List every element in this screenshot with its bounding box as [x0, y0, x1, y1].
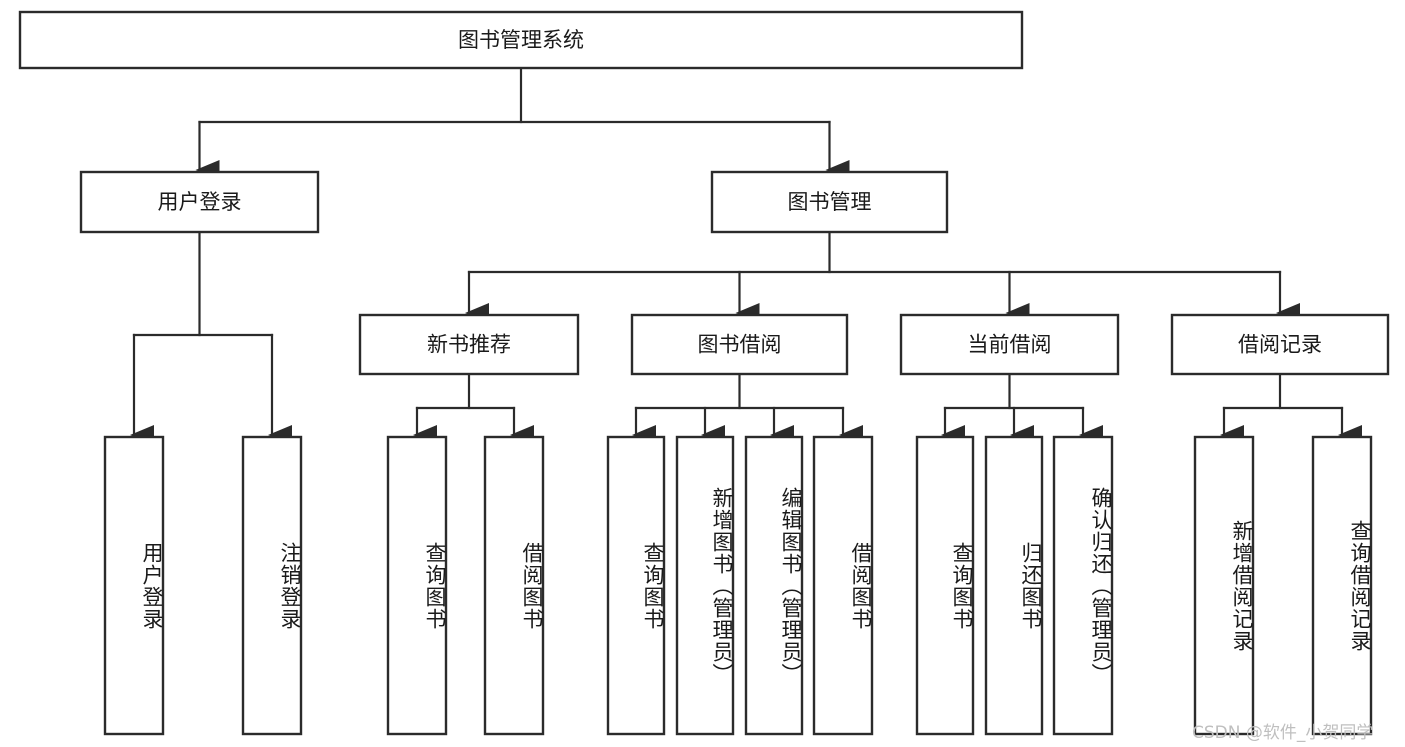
level2-node-box	[1170, 313, 1390, 376]
leaf-node-box	[1193, 435, 1255, 736]
root-node-label: 图书管理系统	[458, 28, 584, 52]
watermark: CSDN @软件_小贺同学	[1192, 723, 1374, 743]
leaf-node-box	[984, 435, 1044, 736]
box-layer	[18, 10, 1390, 736]
level1-node-box	[79, 170, 320, 234]
level1-node-label: 图书管理	[788, 190, 872, 214]
leaf-node-box	[1052, 435, 1114, 736]
leaf-node-box	[1311, 435, 1373, 736]
leaf-node-box	[744, 435, 804, 736]
leaf-node-box	[241, 435, 303, 736]
level2-node-label: 图书借阅	[698, 333, 782, 357]
leaf-node-box	[483, 435, 545, 736]
leaf-node-box	[675, 435, 735, 736]
level2-node-box	[358, 313, 580, 376]
level2-node-box	[630, 313, 849, 376]
leaf-node-box	[386, 435, 448, 736]
leaf-node-box	[915, 435, 975, 736]
level1-node-label: 用户登录	[158, 190, 242, 214]
root-node-box	[18, 10, 1024, 70]
connector-layer	[129, 66, 1363, 446]
level2-node-box	[899, 313, 1120, 376]
level2-node-label: 借阅记录	[1238, 333, 1322, 357]
level2-node-label: 新书推荐	[427, 333, 511, 357]
leaf-node-box	[606, 435, 666, 736]
level2-node-label: 当前借阅	[968, 333, 1052, 357]
leaf-node-box	[812, 435, 874, 736]
level1-node-box	[710, 170, 949, 234]
leaf-node-box	[103, 435, 165, 736]
